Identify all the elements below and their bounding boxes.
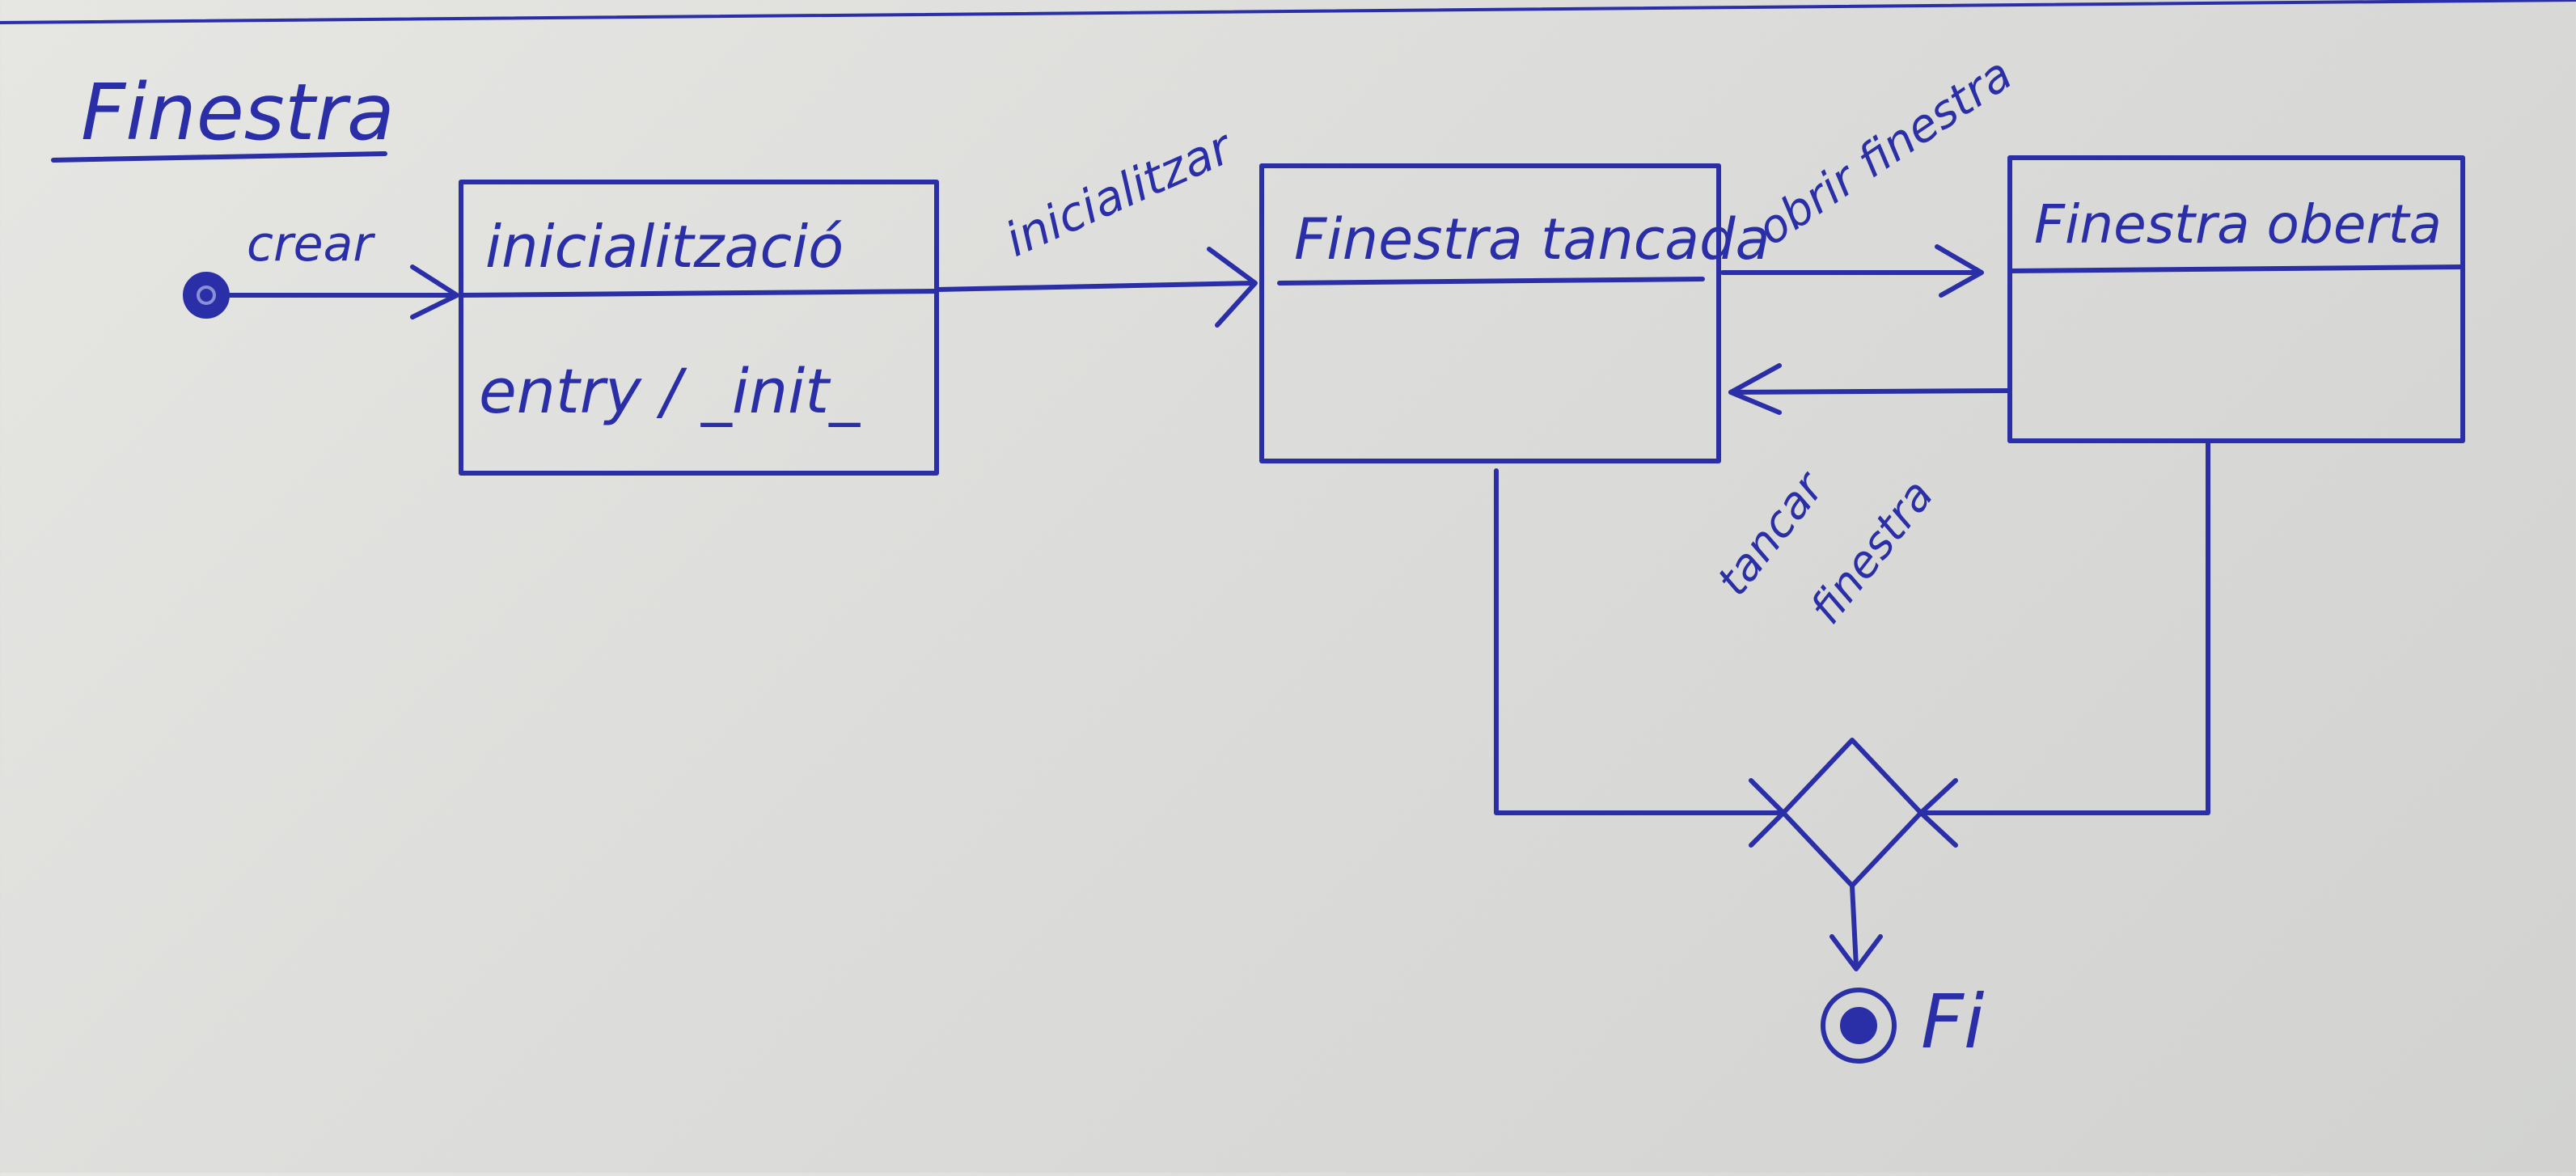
open-state-divider [2007,264,2465,273]
diagram-title: Finestra [81,67,395,158]
closed-state-box [1259,163,1721,463]
closed-state-name: Finestra tancada [1294,206,1770,273]
initialize-transition-line [934,281,1254,292]
open-window-transition-label: obrir finestra [1748,48,2021,256]
create-transition-label: crear [247,216,375,273]
return-arrowhead [1728,363,1782,415]
open-state-box [2007,155,2465,443]
final-state-dot [1840,1007,1877,1044]
closed-state-divider [1277,277,1705,286]
initial-state-dot-inner [197,286,216,305]
create-transition-arrowhead [410,264,459,319]
decision-to-end-line [1850,883,1859,969]
open-state-name: Finestra oberta [2034,193,2442,256]
open-window-arrowhead [1935,244,1984,298]
open-to-decision-line [1918,441,2210,815]
decision-to-end-arrowhead [1829,934,1883,971]
return-transition-line [1728,388,2012,395]
paper-top-line [0,0,2576,24]
closed-to-decision-line [1494,468,1786,815]
initial-state-dot [183,272,230,319]
title-underline [51,151,387,163]
init-state-box [459,180,939,476]
init-state-action: entry / _init_ [479,355,861,427]
end-state-label: Fi [1921,979,1985,1065]
initialize-transition-label: inicialitzar [997,118,1241,267]
initialize-transition-arrowhead [1207,247,1258,328]
init-state-divider [459,289,939,298]
init-state-name: inicialització [485,213,844,281]
final-state-ring [1821,988,1897,1064]
decision-diamond [1781,738,1923,888]
